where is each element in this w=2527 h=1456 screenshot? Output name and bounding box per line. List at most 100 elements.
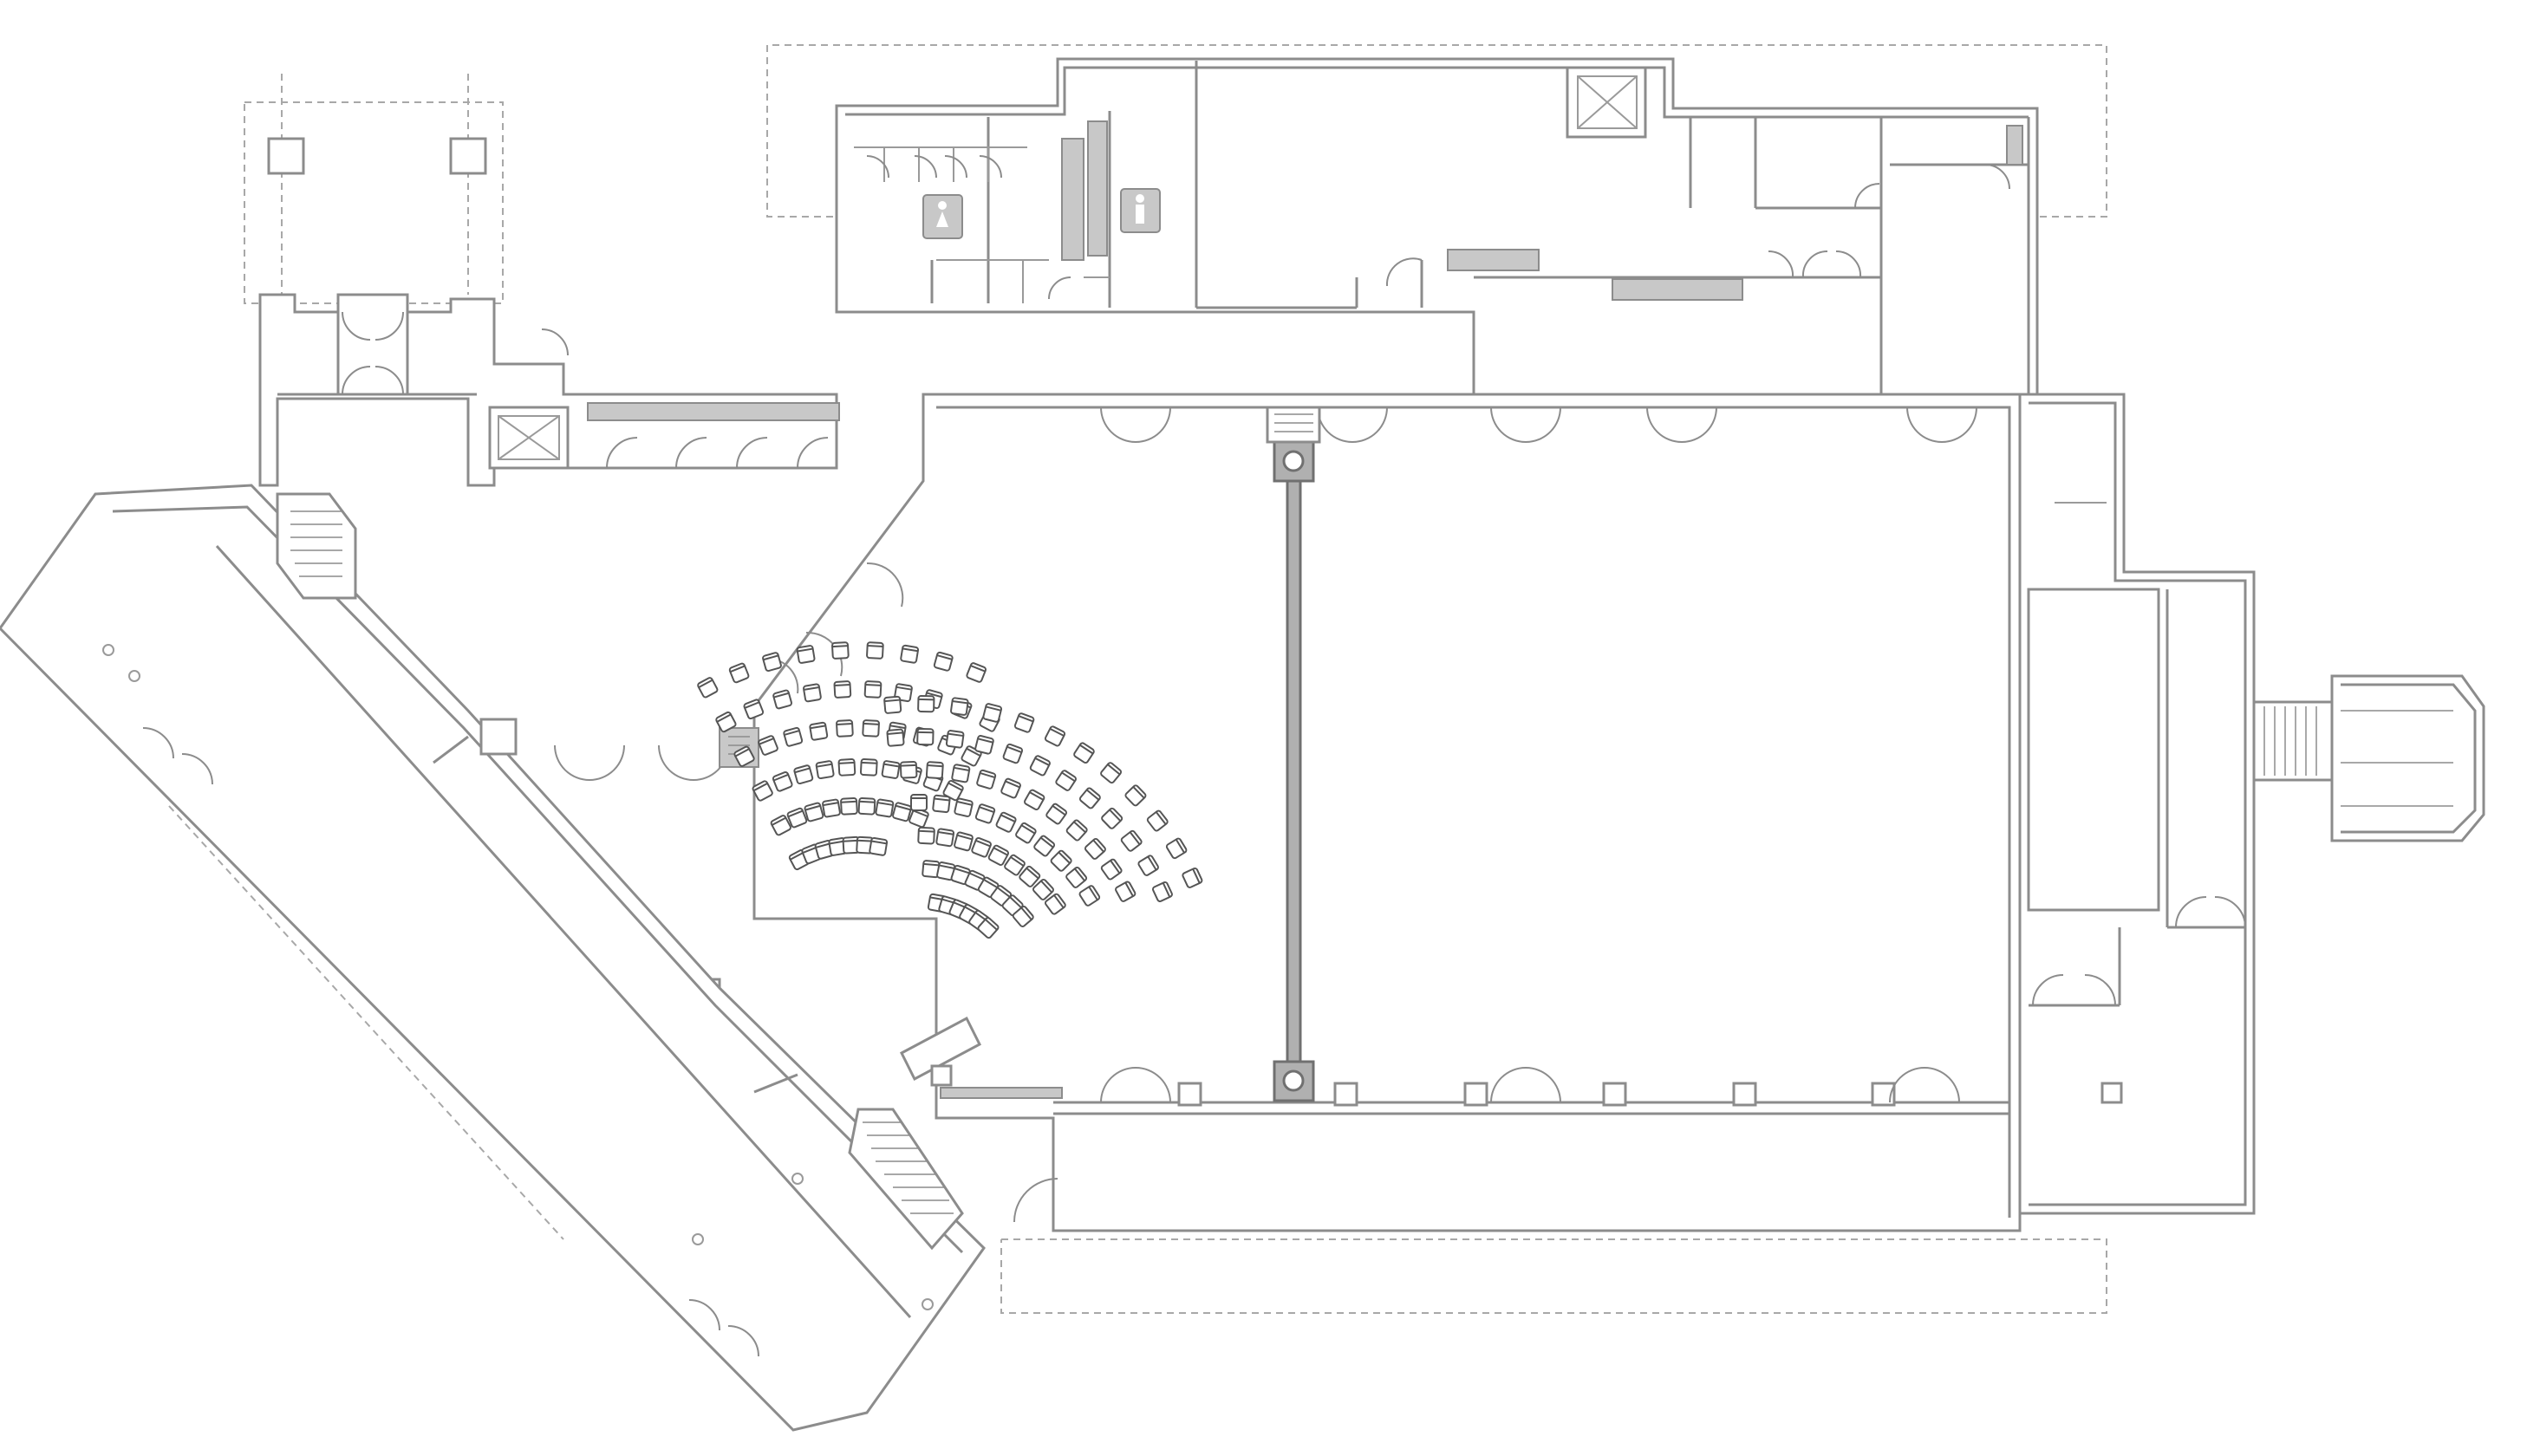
chair (772, 689, 792, 710)
chair (1065, 867, 1088, 888)
chair (1032, 878, 1054, 900)
chair (837, 758, 856, 777)
northeast-corridor (2018, 393, 2485, 1215)
chair (809, 721, 829, 741)
elevator-icon (488, 406, 570, 470)
chair (971, 836, 992, 858)
chair (942, 780, 964, 802)
chair (857, 796, 876, 816)
chair (803, 683, 822, 703)
chair (1146, 809, 1169, 832)
chair (762, 652, 782, 673)
chair (856, 835, 874, 855)
chair (1073, 742, 1095, 764)
chair (862, 719, 880, 738)
chair (987, 844, 1009, 866)
main-hall (554, 393, 2022, 1232)
chair (892, 802, 912, 822)
chair (910, 794, 928, 811)
chair (831, 641, 850, 660)
men-restroom-icon (1120, 188, 1161, 233)
chair (1024, 789, 1045, 811)
chair (1050, 849, 1072, 872)
chair (900, 644, 920, 664)
chair (950, 864, 971, 886)
chair (977, 917, 1000, 939)
chair (1124, 784, 1147, 807)
chair (1137, 855, 1159, 876)
chair (869, 836, 889, 856)
chair (883, 695, 902, 714)
chair (783, 726, 804, 747)
chair (933, 651, 954, 672)
chair (822, 798, 841, 818)
chair (770, 815, 791, 836)
chair (935, 828, 955, 848)
chair (793, 764, 814, 785)
column-icon (1273, 440, 1315, 483)
northwest-stair (276, 492, 357, 600)
chair (964, 869, 986, 891)
chair (950, 697, 969, 716)
chair (1002, 743, 1024, 764)
chair (917, 826, 935, 845)
chair (863, 680, 882, 699)
chair (752, 780, 773, 802)
chair (917, 694, 935, 713)
chair (833, 680, 852, 699)
chair (1100, 762, 1123, 784)
chair (886, 728, 905, 747)
chair (859, 758, 878, 777)
chair (840, 796, 858, 816)
chair (1015, 822, 1037, 844)
chair (1044, 725, 1066, 747)
chair (899, 761, 918, 779)
women-restroom-icon (922, 194, 963, 239)
chair (1045, 803, 1068, 825)
chair (976, 769, 997, 790)
chair (1055, 770, 1077, 791)
southwest-diagonal-wing (0, 484, 986, 1432)
chair (715, 711, 737, 733)
chair (1029, 755, 1051, 777)
chair (786, 807, 808, 829)
chair (796, 645, 816, 664)
chair (995, 811, 1017, 833)
chair (954, 831, 974, 852)
chair (925, 761, 944, 780)
chair (1019, 865, 1041, 887)
northwest-vestibule (258, 137, 840, 487)
chair (758, 735, 778, 756)
chair (743, 699, 765, 720)
chair (875, 798, 895, 818)
column-icon (1273, 1060, 1315, 1102)
chair (881, 760, 901, 779)
chair (772, 771, 793, 792)
elevator-icon (1566, 66, 1647, 139)
chair (974, 735, 994, 755)
chair (866, 641, 884, 660)
chair (1078, 787, 1101, 809)
chair (1004, 854, 1026, 876)
chair (1033, 835, 1056, 857)
chair (945, 730, 965, 749)
chair (1100, 858, 1123, 881)
chair (1012, 906, 1034, 927)
chair (1065, 819, 1088, 842)
chair (1115, 881, 1136, 902)
chair (966, 662, 987, 683)
chair (1101, 807, 1123, 829)
chair (733, 745, 755, 767)
chair (954, 797, 974, 817)
chair (1013, 712, 1035, 733)
chair (1084, 837, 1106, 860)
chair (1078, 885, 1101, 907)
chair (697, 677, 719, 699)
chair (1182, 867, 1203, 888)
east-exterior-stair (2252, 674, 2485, 842)
chair (1120, 829, 1143, 852)
chair (982, 703, 1003, 723)
podium-table (900, 1016, 981, 1087)
chair (1000, 777, 1021, 799)
